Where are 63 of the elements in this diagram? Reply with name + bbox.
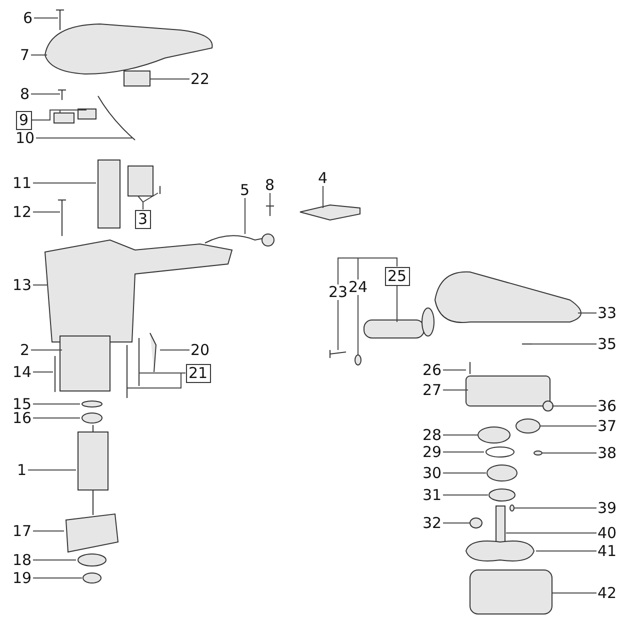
callout-number: 28 (422, 428, 443, 442)
leader-line (32, 108, 86, 120)
callout-number: 41 (596, 544, 618, 558)
callout-number: 30 (422, 466, 443, 480)
callout-number: 5 (239, 182, 251, 198)
callout-number: 15 (12, 396, 33, 412)
callout-number: 31 (422, 488, 443, 502)
leader-line (442, 522, 470, 524)
callout-number: 29 (422, 444, 443, 460)
callout-number: 26 (422, 362, 443, 378)
callout-number: 21 (186, 364, 211, 382)
callout-number: 8 (264, 178, 276, 192)
callout-number: 24 (348, 280, 369, 294)
callout-number: 37 (596, 418, 618, 434)
callout-number: 8 (19, 86, 31, 102)
callout-number: 33 (596, 306, 618, 320)
leader-line (142, 192, 158, 210)
leader-line (396, 285, 398, 322)
leader-line (150, 78, 190, 80)
callout-number: 2 (19, 342, 31, 358)
callout-number: 36 (596, 398, 618, 414)
leader-line (322, 185, 324, 208)
callout-number: 1 (16, 462, 28, 478)
callout-number: 3 (135, 210, 151, 228)
leader-line (542, 452, 597, 454)
callout-number: 11 (12, 176, 33, 190)
callout-number: 32 (422, 516, 443, 530)
leader-line (506, 532, 597, 534)
callout-number: 7 (19, 48, 31, 62)
callout-number: 18 (12, 552, 33, 568)
leader-line (338, 258, 398, 285)
callout-number: 27 (422, 382, 443, 398)
callout-number: 14 (12, 364, 33, 380)
leader-line (126, 372, 186, 388)
leader-line (32, 530, 64, 532)
callout-number: 40 (596, 526, 618, 540)
callout-number: 16 (12, 410, 33, 426)
leader-line (578, 312, 597, 314)
leader-line (244, 197, 246, 234)
callout-number: 9 (16, 110, 32, 130)
callout-number: 12 (12, 204, 33, 220)
callout-number: 39 (596, 500, 618, 516)
leader-line (32, 182, 96, 184)
callout-number: 38 (596, 446, 618, 460)
callout-number: 35 (596, 336, 618, 352)
leader-line (442, 494, 488, 496)
callout-number: 19 (12, 570, 33, 586)
callout-number: 23 (328, 284, 349, 300)
callout-number: 22 (190, 72, 211, 86)
leader-line (552, 592, 597, 594)
callout-number: 6 (22, 10, 34, 26)
callout-number: 4 (317, 170, 329, 186)
callout-number: 13 (12, 278, 33, 292)
callout-number: 20 (190, 342, 211, 358)
leader-line (442, 472, 486, 474)
leader-line (442, 434, 478, 436)
callout-number: 17 (12, 524, 33, 538)
callout-number: 42 (596, 586, 618, 600)
leader-line (32, 284, 48, 286)
callout-number: 10 (14, 130, 36, 146)
callout-number: 25 (384, 266, 410, 286)
leader-line (30, 54, 48, 56)
leader-line (536, 550, 597, 552)
